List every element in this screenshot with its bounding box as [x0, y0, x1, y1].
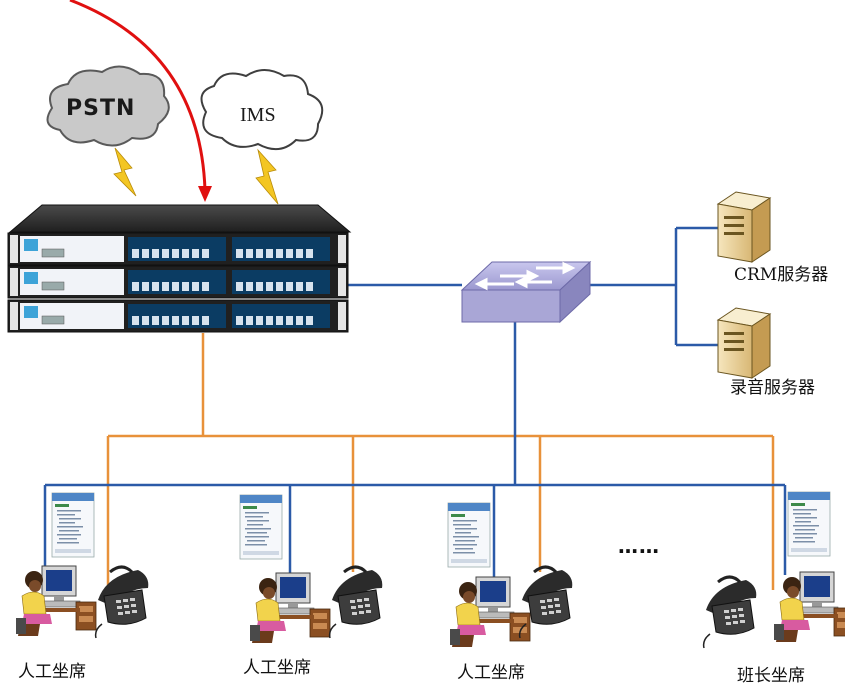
supervisor-agent-label: 班长坐席 [737, 666, 805, 686]
data-network-lines [43, 226, 787, 578]
agent-label: 人工坐席 [243, 658, 311, 678]
agent-workstation-icon [249, 572, 331, 644]
agent-screen-thumbnail [239, 494, 283, 560]
lightning-icon [255, 148, 279, 205]
desk-phone-icon [328, 565, 384, 640]
agent-label: 人工坐席 [457, 663, 525, 683]
agent-screen-thumbnail [787, 491, 831, 557]
ims-cloud-icon [200, 69, 324, 151]
agent-workstation-icon [773, 571, 845, 643]
agent-screen-thumbnail [447, 502, 491, 568]
lightning-icon [113, 147, 137, 197]
more-agents-ellipsis: …… [618, 534, 660, 558]
agent-screen-thumbnail [51, 492, 95, 558]
crm-server-label: CRM服务器 [734, 265, 829, 285]
pstn-cloud-icon [46, 65, 170, 147]
agent-workstation-icon [15, 565, 97, 637]
recording-server-icon [716, 307, 772, 379]
desk-phone-icon [702, 575, 758, 650]
recording-server-label: 录音服务器 [730, 378, 815, 398]
ims-label: IMS [240, 104, 276, 126]
inbound-call-arrow [69, 0, 212, 202]
voip-gateway-rack-icon [7, 204, 352, 333]
desk-phone-icon [94, 565, 150, 640]
crm-server-icon [716, 191, 772, 263]
pstn-label: PSTN [66, 96, 136, 121]
agent-workstation-icon [449, 576, 531, 648]
agent-label: 人工坐席 [18, 662, 86, 682]
network-switch-icon [460, 260, 592, 324]
voice-network-lines [106, 333, 775, 590]
